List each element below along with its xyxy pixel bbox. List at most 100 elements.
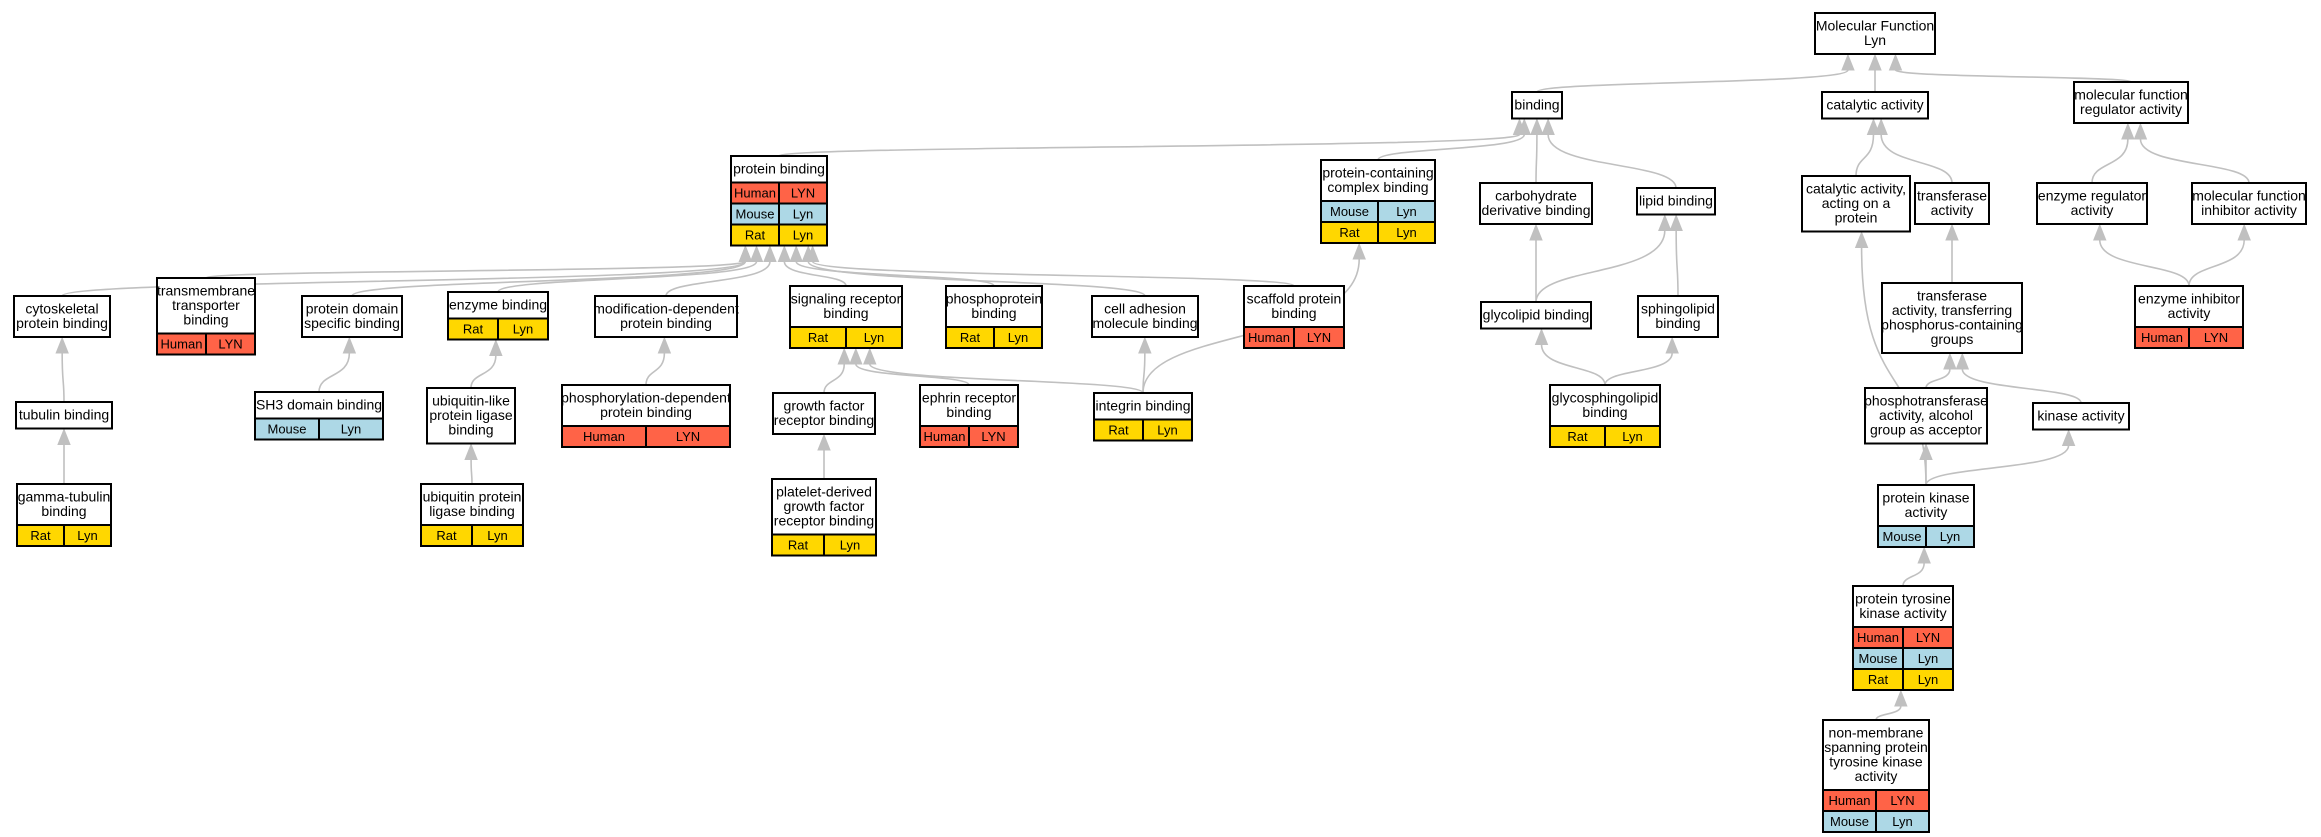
node-label-line: Lyn bbox=[1864, 32, 1886, 48]
edge-line bbox=[1925, 368, 1951, 389]
edge-gammatub-to-tubulin bbox=[57, 428, 71, 485]
node-label-box bbox=[1243, 285, 1345, 328]
node-label-line: inhibitor activity bbox=[2201, 202, 2297, 218]
edge-pdomain-to-protein_binding bbox=[351, 245, 753, 297]
edge-arrowhead bbox=[863, 347, 877, 365]
edge-line bbox=[2139, 138, 2250, 184]
edge-line bbox=[1547, 134, 1677, 189]
gene-cell bbox=[205, 332, 256, 356]
go-term-node-binding: binding bbox=[1511, 91, 1563, 120]
species-label: Rat bbox=[30, 528, 51, 543]
edge-line bbox=[1535, 134, 1538, 184]
edge-arrowhead bbox=[657, 336, 672, 354]
edge-arrowhead bbox=[1517, 118, 1532, 135]
edge-line bbox=[61, 260, 747, 297]
edge-line bbox=[1855, 134, 1875, 177]
node-label-box bbox=[772, 392, 876, 435]
gene-cell bbox=[471, 524, 524, 547]
edge-line bbox=[807, 260, 1146, 297]
gene-label: Lyn bbox=[864, 330, 884, 345]
gene-label: LYN bbox=[1890, 793, 1914, 808]
edge-transmem-to-protein_binding bbox=[205, 245, 753, 279]
edge-line bbox=[2098, 239, 2190, 287]
gene-cell bbox=[1142, 418, 1193, 442]
node-label-box bbox=[2032, 402, 2130, 431]
edge-arrowhead bbox=[817, 433, 831, 451]
gene-cell bbox=[1875, 810, 1930, 833]
node-label-box bbox=[594, 295, 738, 338]
node-label-line: complex binding bbox=[1327, 179, 1428, 195]
node-label-line: kinase activity bbox=[2037, 407, 2124, 423]
node-label-line: group as acceptor bbox=[1870, 421, 1982, 437]
node-label-line: binding bbox=[1514, 96, 1559, 112]
node-label-line: tyrosine kinase bbox=[1829, 753, 1923, 769]
edge-glycosph-to-sphingo bbox=[1604, 336, 1679, 386]
gene-cell bbox=[1377, 221, 1436, 244]
node-label-line: phosphorus-containing bbox=[1881, 316, 2023, 332]
edge-ephrin-to-sigrec bbox=[849, 347, 970, 386]
edge-arrowhead bbox=[1530, 118, 1544, 135]
species-label: Rat bbox=[1868, 672, 1889, 687]
edge-sigrec-to-protein_binding bbox=[777, 245, 847, 287]
node-label-box bbox=[2036, 182, 2148, 225]
edge-arrowhead bbox=[1841, 53, 1855, 71]
edge-line bbox=[783, 261, 847, 287]
gene-label: Lyn bbox=[341, 422, 361, 437]
node-label-line: glycolipid binding bbox=[1483, 306, 1590, 322]
gene-label: LYN bbox=[791, 186, 815, 201]
edge-line bbox=[1880, 134, 1953, 184]
node-label-line: binding bbox=[1271, 305, 1316, 321]
node-label-box bbox=[1091, 295, 1199, 338]
gene-cell bbox=[497, 317, 549, 341]
edge-kinase-to-transfer_p bbox=[1955, 352, 2082, 404]
edge-arrowhead bbox=[2121, 122, 2135, 140]
node-label-line: activity bbox=[2071, 202, 2114, 218]
gene-cell bbox=[1604, 425, 1661, 448]
species-label: Mouse bbox=[267, 422, 306, 437]
edge-line bbox=[795, 260, 995, 287]
edge-line bbox=[811, 260, 1295, 287]
gene-label: LYN bbox=[2204, 330, 2228, 345]
edge-line bbox=[1540, 344, 1606, 386]
edge-pccb-to-binding bbox=[1377, 118, 1532, 161]
node-label-line: binding bbox=[41, 503, 86, 519]
node-label-line: modification-dependent bbox=[593, 300, 739, 316]
species-label: Human bbox=[2141, 330, 2183, 345]
edge-pk-to-kinase bbox=[1925, 429, 2076, 486]
edge-arrowhead bbox=[738, 245, 753, 262]
edge-line bbox=[645, 352, 666, 386]
edge-phosphotrans-to-transfer_p bbox=[1925, 352, 1957, 389]
node-label-line: specific binding bbox=[304, 315, 400, 331]
node-label-line: protein binding bbox=[733, 160, 825, 176]
edge-transferase-to-catalytic bbox=[1874, 118, 1953, 184]
edge-line bbox=[868, 363, 1144, 394]
species-label: Mouse bbox=[735, 207, 774, 222]
node-label-line: cytoskeletal bbox=[25, 300, 98, 316]
node-label-line: transporter bbox=[172, 297, 240, 313]
edge-arrowhead bbox=[57, 428, 71, 445]
edge-arrowhead bbox=[1541, 118, 1555, 135]
node-label-line: binding bbox=[971, 305, 1016, 321]
edge-line bbox=[1377, 134, 1526, 161]
edge-arrowhead bbox=[489, 339, 503, 356]
node-label-line: activity bbox=[1905, 504, 1948, 520]
node-label-box bbox=[1511, 91, 1563, 120]
species-label: Human bbox=[161, 337, 203, 352]
edge-nmptk-to-ptk bbox=[1875, 689, 1908, 721]
node-label-line: binding bbox=[1655, 315, 1700, 331]
